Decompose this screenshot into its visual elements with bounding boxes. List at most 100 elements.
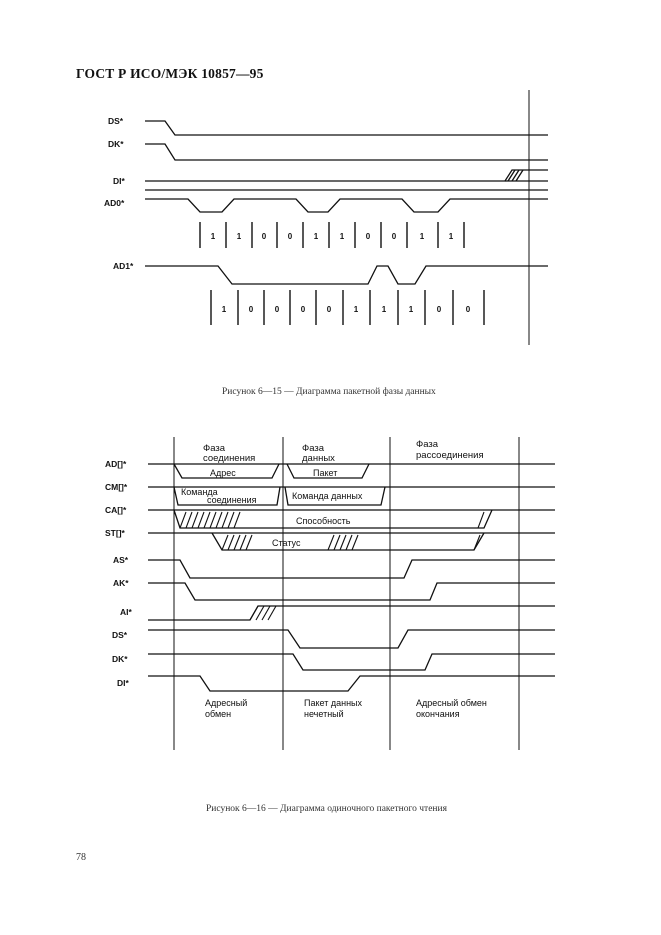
phase-disconnect-line1: Фаза	[416, 439, 439, 450]
fig2-di-trace	[148, 675, 555, 692]
fig1-signal-labels: DS* DK* DI* AD0* AD1*	[104, 116, 134, 271]
figure-6-15-caption: Рисунок 6—15 — Диаграмма пакетной фазы д…	[222, 387, 436, 397]
hatch-line	[261, 605, 271, 621]
hatch-line	[215, 511, 223, 529]
figure-6-16-diagram	[148, 437, 555, 750]
fig2-label-ds: DS*	[112, 630, 128, 640]
phase-data-line2: данных	[302, 453, 335, 464]
label-data-cmd: Команда данных	[292, 491, 363, 501]
fig2-bottom-labels: Адресный обмен Пакет данных нечетный Адр…	[205, 698, 487, 719]
bottom-end-exchange-line2: окончания	[416, 709, 460, 719]
hatch-line	[267, 605, 277, 621]
fig1-label-dk: DK*	[108, 139, 124, 149]
bottom-odd-packet-line1: Пакет данных	[304, 698, 363, 708]
fig1-ad0-bits: 1 1 0 0 1 1 0 0 1 1	[211, 232, 454, 241]
fig1-di-hatch-line	[511, 169, 520, 182]
page-number: 78	[76, 852, 86, 863]
hatch-line	[203, 511, 211, 529]
fig2-ad-address-box	[173, 463, 280, 479]
hatch-line	[351, 534, 359, 551]
fig2-ai-trace	[148, 605, 555, 621]
fig2-label-dk: DK*	[112, 654, 128, 664]
ad1-bit: 0	[275, 305, 280, 314]
bottom-odd-packet-line2: нечетный	[304, 709, 344, 719]
fig2-as-trace	[148, 559, 555, 579]
hatch-line	[245, 534, 253, 551]
fig1-label-ad0: AD0*	[104, 198, 125, 208]
fig2-cm-data-box	[284, 486, 386, 506]
hatch-line	[233, 534, 241, 551]
hatch-line	[477, 511, 485, 529]
fig1-di-hatch	[507, 169, 516, 182]
label-connect-cmd-line2: соединения	[207, 495, 257, 505]
ad1-bit: 0	[466, 305, 471, 314]
fig2-ca-hatch	[179, 511, 485, 529]
label-address: Адрес	[210, 468, 236, 478]
fig1-ad1-trace	[145, 265, 548, 285]
fig2-st-hatch	[221, 534, 481, 551]
phase-disconnect-line2: рассоединения	[416, 450, 484, 461]
ad0-bit: 1	[449, 232, 454, 241]
ad0-bit: 0	[392, 232, 397, 241]
ad1-bit: 1	[382, 305, 387, 314]
hatch-line	[233, 511, 241, 529]
hatch-line	[185, 511, 193, 529]
figure-6-15-diagram	[145, 90, 548, 345]
hatch-line	[221, 534, 229, 551]
fig2-label-di: DI*	[117, 678, 130, 688]
fig1-ds-trace	[145, 120, 548, 136]
hatch-line	[249, 605, 259, 621]
ad0-bit: 0	[262, 232, 267, 241]
fig1-di-trace	[145, 169, 548, 182]
fig2-ak-trace	[148, 582, 555, 601]
document-header: ГОСТ Р ИСО/МЭК 10857—95	[76, 66, 264, 81]
fig1-label-di: DI*	[113, 176, 126, 186]
phase-data-line1: Фаза	[302, 443, 325, 454]
ad0-bit: 1	[211, 232, 216, 241]
fig2-dk-trace	[148, 653, 555, 671]
ad0-bit: 0	[366, 232, 371, 241]
fig2-signal-labels: AD[]* CM[]* CA[]* ST[]* AS* AK* AI* DS* …	[105, 459, 133, 688]
fig2-phase-headers: Фаза соединения Фаза данных Фаза рассоед…	[203, 439, 484, 464]
ad0-bit: 1	[314, 232, 319, 241]
ad0-bit: 1	[237, 232, 242, 241]
fig2-field-labels: Адрес Пакет Команда соединения Команда д…	[181, 468, 363, 548]
ad0-bit: 0	[288, 232, 293, 241]
hatch-line	[239, 534, 247, 551]
hatch-line	[333, 534, 341, 551]
bottom-end-exchange-line1: Адресный обмен	[416, 698, 487, 708]
hatch-line	[327, 534, 335, 551]
phase-connect-line2: соединения	[203, 453, 255, 464]
figure-6-16-caption: Рисунок 6—16 — Диаграмма одиночного паке…	[206, 804, 447, 814]
ad1-bit: 0	[249, 305, 254, 314]
ad0-bit: 1	[420, 232, 425, 241]
label-status: Статус	[272, 538, 301, 548]
fig1-label-ds: DS*	[108, 116, 124, 126]
label-packet: Пакет	[313, 468, 337, 478]
ad1-bit: 0	[437, 305, 442, 314]
fig1-ad0-trace	[145, 198, 548, 213]
hatch-line	[227, 511, 235, 529]
hatch-line	[221, 511, 229, 529]
label-connect-cmd-line1: Команда	[181, 487, 218, 497]
ad1-bit: 1	[354, 305, 359, 314]
ad1-bit: 0	[301, 305, 306, 314]
hatch-line	[339, 534, 347, 551]
fig2-label-ai: AI*	[120, 607, 133, 617]
hatch-line	[473, 534, 481, 551]
hatch-line	[345, 534, 353, 551]
fig2-label-cm: CM[]*	[105, 482, 128, 492]
bottom-addr-exchange-line1: Адресный	[205, 698, 247, 708]
fig1-di-hatch-line	[515, 169, 524, 182]
fig2-st-lower	[211, 532, 485, 551]
fig1-ad1-bits: 1 0 0 0 0 1 1 1 0 0	[222, 305, 471, 314]
fig2-cm-connect-box	[173, 486, 281, 506]
fig2-label-st: ST[]*	[105, 528, 126, 538]
fig2-label-ad: AD[]*	[105, 459, 127, 469]
label-capability: Способность	[296, 516, 351, 526]
fig2-label-ca: CA[]*	[105, 505, 127, 515]
hatch-line	[191, 511, 199, 529]
fig2-ds-trace	[148, 629, 555, 649]
ad0-bit: 1	[340, 232, 345, 241]
